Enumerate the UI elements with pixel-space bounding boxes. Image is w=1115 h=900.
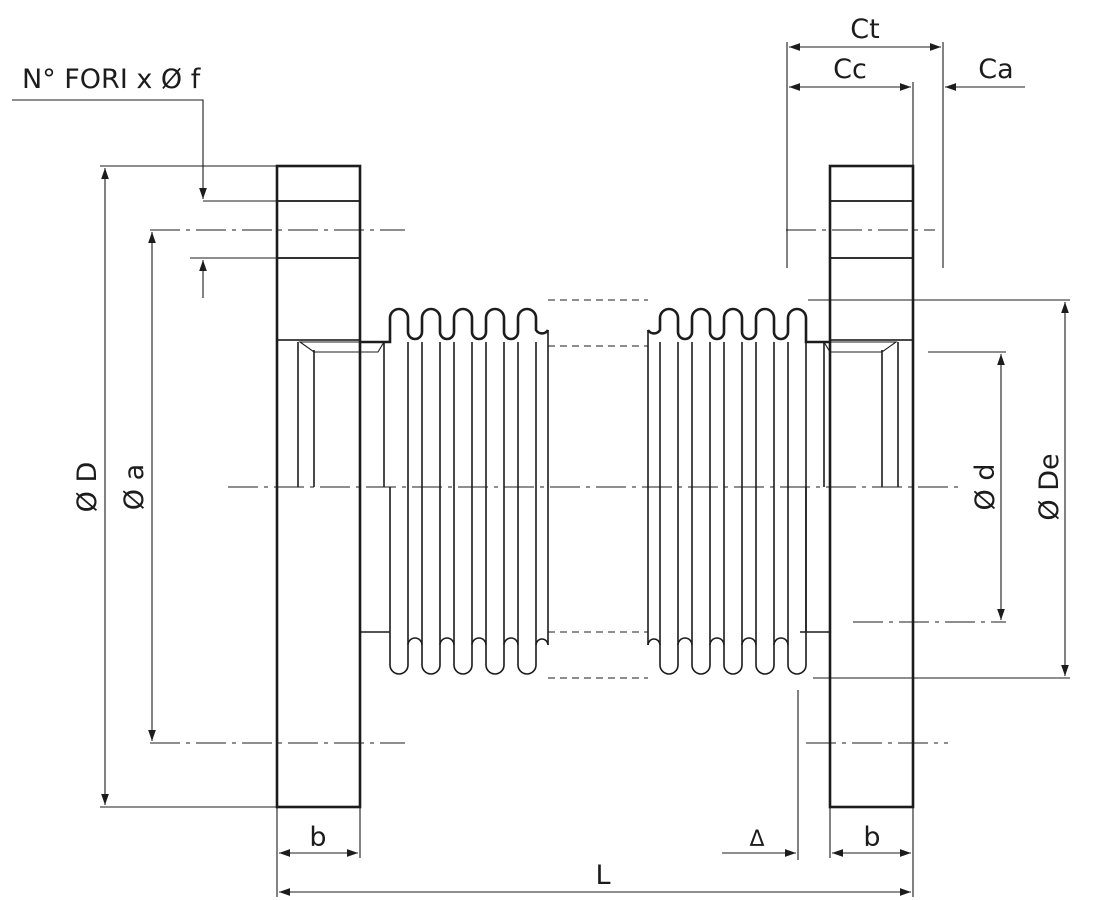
dim-ct: Ct — [786, 14, 944, 268]
bellows-lower-right — [659, 487, 807, 675]
bellows-right-convolutions — [646, 307, 830, 344]
dim-ca: Ca — [945, 54, 1025, 91]
label-delta: Δ — [749, 827, 764, 852]
dim-inner-diameter: Ø d — [928, 351, 1006, 620]
label-ct: Ct — [850, 14, 879, 45]
hidden-lines — [548, 299, 648, 679]
right-weld — [823, 341, 898, 353]
label-ca: Ca — [978, 54, 1013, 85]
label-cc: Cc — [833, 54, 867, 85]
label-holes: N° FORI x Ø f — [22, 64, 202, 95]
label-outer-diameter: Ø D — [72, 462, 103, 513]
dim-holes: N° FORI x Ø f — [12, 64, 277, 298]
bellows-lower — [389, 487, 807, 675]
left-flange-hatch-bottom — [276, 257, 361, 341]
bellows-upper — [360, 307, 830, 487]
bellows-lower-roots — [407, 637, 789, 646]
label-b-right: b — [863, 822, 880, 853]
dim-length: L — [279, 860, 911, 896]
center-lines — [150, 229, 1006, 744]
dim-outer-diameter: Ø D — [72, 165, 360, 808]
dim-b-left: b — [276, 807, 361, 897]
label-bolt-circle: Ø a — [119, 464, 150, 510]
dim-b-right: b — [829, 807, 914, 897]
label-length: L — [595, 860, 610, 891]
right-flange-hatch-bottom — [829, 257, 914, 341]
left-flange-hatch-top — [276, 165, 361, 202]
dim-bolt-circle: Ø a — [119, 232, 156, 741]
bellows-lower-left — [389, 487, 537, 675]
label-inner-diameter: Ø d — [970, 464, 1001, 511]
label-bellows-diameter: Ø De — [1034, 453, 1065, 520]
dim-bellows-diameter: Ø De — [808, 299, 1070, 679]
dim-cc: Cc — [789, 54, 914, 166]
label-b-left: b — [309, 822, 326, 853]
right-flange-hatch-top — [829, 165, 914, 202]
bellows-upper-walls — [407, 330, 807, 487]
dim-delta: Δ — [722, 690, 799, 860]
bellows-left-convolutions — [360, 307, 550, 344]
left-weld — [298, 341, 385, 353]
